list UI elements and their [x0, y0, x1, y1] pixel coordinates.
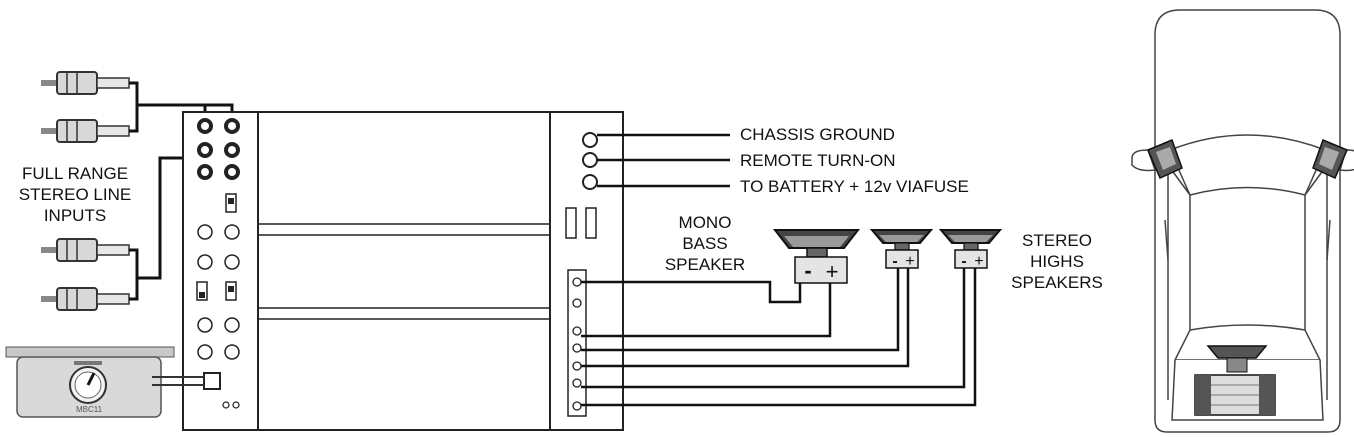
- car-right-speaker-icon: [1312, 139, 1348, 179]
- mono-label-line-1: MONO: [678, 213, 732, 232]
- stereo2-plus-label: +: [974, 253, 983, 270]
- stereo-label-line-2: HIGHS: [1030, 252, 1084, 271]
- stereo-highs-label: STEREO HIGHS SPEAKERS: [1002, 230, 1112, 293]
- remote-knob-caption: MBC11: [76, 405, 103, 414]
- mono-bass-speaker-icon: [772, 229, 861, 284]
- inputs-label-line-3: INPUTS: [43, 206, 107, 225]
- car-left-speaker-icon: [1147, 139, 1183, 179]
- chassis-ground-label: CHASSIS GROUND: [740, 125, 895, 144]
- power-wires: [597, 133, 730, 188]
- inputs-label-line-1: FULL RANGE: [21, 164, 129, 183]
- stereo2-minus-label: -: [961, 253, 966, 270]
- mono-minus-label: -: [804, 258, 811, 283]
- rca-connector-2: [41, 119, 130, 143]
- remote-cable: [152, 376, 204, 386]
- stereo-speaker-1-icon: [869, 229, 934, 269]
- rca-connector-4: [41, 287, 130, 311]
- stereo-label-line-3: SPEAKERS: [1011, 273, 1103, 292]
- stereo-label-line-1: STEREO: [1022, 231, 1092, 250]
- rca-connector-3: [41, 238, 130, 262]
- battery-label: TO BATTERY + 12v VIAFUSE: [740, 177, 969, 196]
- mono-label-line-3: SPEAKER: [664, 255, 746, 274]
- car-amplifier-icon: [1194, 374, 1276, 416]
- stereo1-plus-label: +: [905, 253, 914, 270]
- speaker-wires: [581, 266, 977, 407]
- inputs-label: FULL RANGE STEREO LINE INPUTS: [10, 163, 140, 226]
- speaker-polarity-labels: - + - + - +: [804, 253, 983, 284]
- mono-bass-label: MONO BASS SPEAKER: [650, 212, 760, 275]
- rca-connector-1: [41, 71, 130, 95]
- inputs-label-line-2: STEREO LINE: [18, 185, 132, 204]
- car-subwoofer-icon: [1206, 345, 1268, 373]
- stereo-speaker-2-icon: [938, 229, 1003, 269]
- remote-bass-knob: [5, 346, 175, 418]
- mono-plus-label: +: [826, 259, 839, 284]
- mono-label-line-2: BASS: [682, 234, 728, 253]
- remote-turn-on-label: REMOTE TURN-ON: [740, 151, 896, 170]
- amplifier: [182, 111, 624, 431]
- stereo1-minus-label: -: [892, 253, 897, 270]
